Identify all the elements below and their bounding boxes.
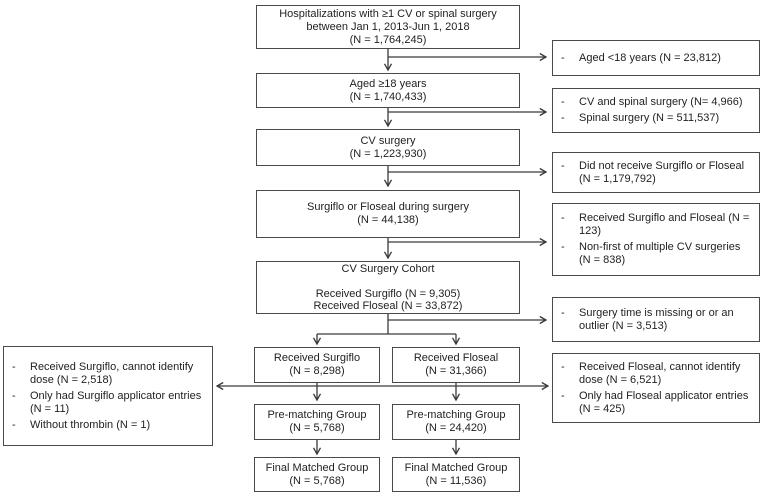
excl-surgiflo-dose-text-1: Received Surgiflo, cannot identify dose … xyxy=(30,360,194,386)
bullet-dash: - xyxy=(12,389,16,402)
excl-cv-and-spinal: - CV and spinal surgery (N= 4,966) - Spi… xyxy=(552,88,760,133)
excl-floseal-dose: - Received Floseal, cannot identify dose… xyxy=(552,353,760,423)
box-prematching-floseal-text: Pre-matching Group (N = 24,420) xyxy=(406,409,506,434)
box-final-matched-surgiflo: Final Matched Group (N = 5,768) xyxy=(254,457,380,492)
bullet-item: - Only had Surgiflo applicator entries (… xyxy=(12,390,206,416)
bullet-item: - Non-first of multiple CV surgeries (N … xyxy=(561,241,753,267)
box-final-matched-floseal-text: Final Matched Group (N = 11,536) xyxy=(404,461,508,487)
bullet-item: - CV and spinal surgery (N= 4,966) xyxy=(561,96,753,109)
bullet-dash: - xyxy=(561,241,565,253)
bullet-dash: - xyxy=(561,360,565,373)
box-hospitalizations: Hospitalizations with ≥1 CV or spinal su… xyxy=(256,5,520,49)
box-surgiflo-or-floseal: Surgiflo or Floseal during surgery (N = … xyxy=(256,190,520,238)
bullet-dash: - xyxy=(561,51,565,64)
bullet-item: - Spinal surgery (N = 511,537) xyxy=(561,112,753,125)
excl-aged-under-18: - Aged <18 years (N = 23,812) xyxy=(552,40,760,76)
bullet-item: - Aged <18 years (N = 23,812) xyxy=(561,52,753,65)
box-cv-surgery-text: CV surgery (N = 1,223,930) xyxy=(349,134,427,160)
bullet-dash: - xyxy=(561,96,565,108)
bullet-item: - Only had Floseal applicator entries (N… xyxy=(561,390,753,416)
excl-cv-and-spinal-text-2: Spinal surgery (N = 511,537) xyxy=(579,112,720,124)
excl-did-not-receive-text: Did not receive Surgiflo or Floseal (N =… xyxy=(579,159,745,185)
excl-did-not-receive: - Did not receive Surgiflo or Floseal (N… xyxy=(552,152,760,193)
excl-surgery-time: - Surgery time is missing or or an outli… xyxy=(552,297,760,342)
box-cv-surgery-cohort-text: CV Surgery Cohort Received Surgiflo (N =… xyxy=(313,262,463,313)
bullet-dash: - xyxy=(12,418,16,431)
bullet-item: - Received Surgiflo, cannot identify dos… xyxy=(12,361,206,387)
excl-both-or-nonfirst: - Received Surgiflo and Floseal (N = 123… xyxy=(552,203,760,276)
excl-surgiflo-dose-text-3: Without thrombin (N = 1) xyxy=(30,418,151,431)
excl-floseal-dose-text-1: Received Floseal, cannot identify dose (… xyxy=(579,360,741,386)
bullet-dash: - xyxy=(12,360,16,373)
bullet-dash: - xyxy=(561,212,565,224)
box-prematching-floseal: Pre-matching Group (N = 24,420) xyxy=(392,404,520,440)
excl-cv-and-spinal-text-1: CV and spinal surgery (N= 4,966) xyxy=(579,96,743,108)
bullet-item: - Surgery time is missing or or an outli… xyxy=(561,307,753,333)
excl-both-text: Received Surgiflo and Floseal (N = 123) xyxy=(579,212,750,237)
bullet-dash: - xyxy=(561,112,565,124)
box-cv-surgery: CV surgery (N = 1,223,930) xyxy=(256,129,520,166)
box-hospitalizations-text: Hospitalizations with ≥1 CV or spinal su… xyxy=(279,7,497,46)
bullet-dash: - xyxy=(561,389,565,402)
excl-surgery-time-text: Surgery time is missing or or an outlier… xyxy=(579,306,734,332)
bullet-dash: - xyxy=(561,306,565,319)
box-surgiflo-or-floseal-text: Surgiflo or Floseal during surgery (N = … xyxy=(306,201,470,226)
box-prematching-surgiflo-text: Pre-matching Group (N = 5,768) xyxy=(267,409,367,434)
box-aged-18-text: Aged ≥18 years (N = 1,740,433) xyxy=(349,77,427,103)
box-received-surgiflo: Received Surgiflo (N = 8,298) xyxy=(254,347,380,383)
box-final-matched-surgiflo-text: Final Matched Group (N = 5,768) xyxy=(265,461,369,487)
bullet-item: - Did not receive Surgiflo or Floseal (N… xyxy=(561,160,753,186)
box-final-matched-floseal: Final Matched Group (N = 11,536) xyxy=(392,457,520,492)
bullet-item: - Received Surgiflo and Floseal (N = 123… xyxy=(561,212,753,238)
bullet-item: - Without thrombin (N = 1) xyxy=(12,419,206,432)
excl-aged-under-18-text: Aged <18 years (N = 23,812) xyxy=(579,51,721,64)
box-cv-surgery-cohort: CV Surgery Cohort Received Surgiflo (N =… xyxy=(256,261,520,314)
bullet-item: - Received Floseal, cannot identify dose… xyxy=(561,361,753,387)
excl-surgiflo-dose: - Received Surgiflo, cannot identify dos… xyxy=(3,346,213,446)
box-received-floseal: Received Floseal (N = 31,366) xyxy=(392,347,520,383)
excl-surgiflo-dose-text-2: Only had Surgiflo applicator entries (N … xyxy=(30,389,202,415)
box-aged-18: Aged ≥18 years (N = 1,740,433) xyxy=(256,73,520,108)
box-prematching-surgiflo: Pre-matching Group (N = 5,768) xyxy=(254,404,380,440)
excl-floseal-dose-text-2: Only had Floseal applicator entries (N =… xyxy=(579,389,749,415)
bullet-dash: - xyxy=(561,159,565,172)
excl-nonfirst-text: Non-first of multiple CV surgeries (N = … xyxy=(579,241,741,266)
box-received-floseal-text: Received Floseal (N = 31,366) xyxy=(413,352,499,377)
box-received-surgiflo-text: Received Surgiflo (N = 8,298) xyxy=(273,352,361,377)
